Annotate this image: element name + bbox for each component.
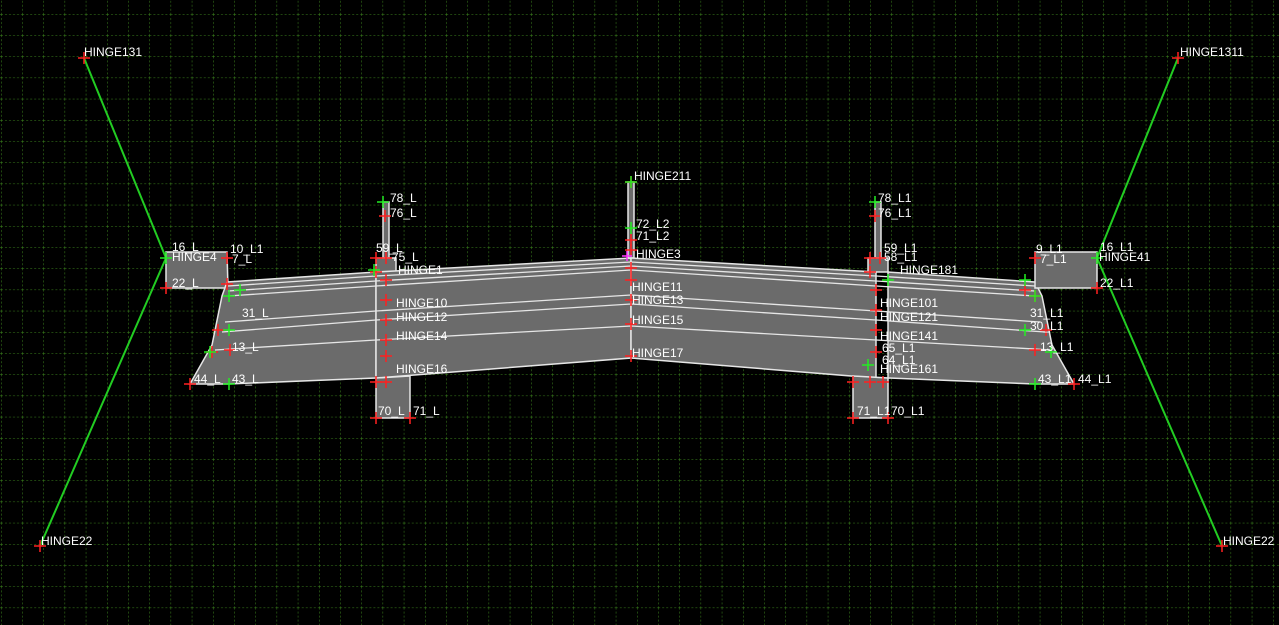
label-22-l: 22_L	[172, 276, 199, 290]
label-hinge1-left: HINGE1	[398, 263, 443, 277]
label-hinge101: HINGE101	[880, 296, 938, 310]
label-7-l1: 7_L1	[1040, 252, 1067, 266]
label-hinge11: HINGE11	[632, 280, 683, 294]
label-43-l1: 43_L1	[1038, 372, 1072, 386]
label-10-l1: 10_L1	[230, 242, 264, 256]
label-13-l1: 13_L1	[1040, 340, 1074, 354]
label-78-l1: 78_L1	[878, 191, 912, 205]
label-16-l: 16_L	[172, 240, 199, 254]
green-markers	[160, 176, 1103, 390]
label-hinge131: HINGE131	[84, 45, 142, 59]
label-31-l: 31_L	[242, 306, 269, 320]
label-44-l: 44_L	[194, 372, 221, 386]
label-hinge10: HINGE10	[396, 296, 448, 310]
label-70-l1: 70_L1	[891, 404, 925, 418]
link-line-bottom-left	[39, 257, 167, 547]
label-16-l1: 16_L1	[1100, 240, 1134, 254]
label-30-l1: 30_L1	[1030, 319, 1064, 333]
label-hinge1311: HINGE1311	[1180, 45, 1244, 59]
label-78-l: 78_L	[390, 191, 417, 205]
label-71-l1: 71_L1	[857, 404, 891, 418]
label-75-l: 75_L	[392, 250, 419, 264]
labels: HINGE131 HINGE1311 HINGE22 HINGE22 HINGE…	[41, 45, 1275, 548]
label-59-l: 59_L	[376, 241, 403, 255]
label-7-l: 7_L	[232, 252, 252, 266]
label-22-l1: 22_L1	[1100, 276, 1134, 290]
label-hinge121: HINGE121	[880, 310, 938, 324]
label-31-l1: 31_L1	[1030, 306, 1064, 320]
label-71-l: 71_L	[413, 404, 440, 418]
label-hinge141: HINGE141	[880, 329, 938, 343]
label-70-l: 70_L	[378, 404, 405, 418]
label-58-l1: 58_L1	[884, 250, 918, 264]
label-hinge13: HINGE13	[632, 293, 684, 307]
label-hinge161: HINGE161	[880, 362, 938, 376]
label-hinge-cluster: HINGE3	[636, 247, 681, 261]
label-hinge15: HINGE15	[632, 313, 684, 327]
label-65-l1: 65_L1	[882, 341, 916, 355]
label-76-l1: 76_L1	[878, 206, 912, 220]
link-line-top-right	[1096, 57, 1179, 259]
label-hinge4: HINGE4	[172, 250, 217, 264]
label-76-l: 76_L	[390, 206, 417, 220]
label-hinge12: HINGE12	[396, 310, 448, 324]
label-64-l1: 64_L1	[882, 353, 916, 367]
label-43-l: 43_L	[232, 372, 259, 386]
label-71-l2: 71_L2	[636, 229, 670, 243]
label-72-l2: 72_L2	[636, 217, 670, 231]
label-hinge17: HINGE17	[632, 346, 684, 360]
label-hinge14: HINGE14	[396, 329, 448, 343]
label-44-l1: 44_L1	[1078, 372, 1112, 386]
label-13-l: 13_L	[232, 340, 259, 354]
label-hinge22-right: HINGE22	[1223, 534, 1275, 548]
label-59-l1: 59_L1	[884, 241, 918, 255]
magenta-markers	[622, 251, 632, 261]
label-hinge22: HINGE22	[41, 534, 93, 548]
link-line-bottom-right	[1096, 257, 1223, 547]
label-hinge41: HINGE41	[1099, 250, 1151, 264]
label-hinge181: HINGE181	[900, 263, 958, 277]
label-9-l1: 9_L1	[1036, 242, 1063, 256]
link-lines	[39, 57, 1223, 547]
label-hinge211: HINGE211	[634, 169, 691, 183]
label-hinge16: HINGE16	[396, 362, 448, 376]
link-line-top-left	[83, 57, 167, 259]
